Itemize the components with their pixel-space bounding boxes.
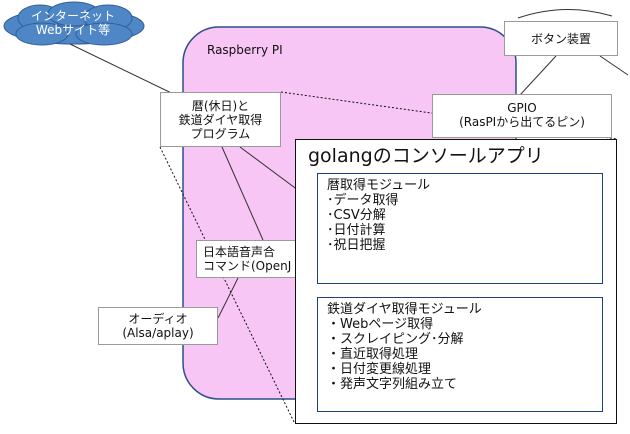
golang-console-app-panel: golangのコンソールアプリ 暦取得モジュール ･データ取得 ･CSV分解 ･… [295, 139, 617, 424]
internet-cloud-label: インターネット Webサイト等 [30, 9, 115, 37]
line-button-to-edge [599, 55, 629, 76]
button-device-box: ボタン装置 [504, 21, 618, 56]
console-app-title: golangのコンソールアプリ [308, 145, 544, 167]
zoom-line-bottom [159, 146, 296, 425]
calendar-railway-program-box: 暦(休日)と 鉄道ダイヤ取得 プログラム [160, 92, 281, 147]
railway-module-item: ・Webページ取得 [327, 317, 434, 332]
raspberry-pi-label: Raspberry PI [207, 43, 283, 57]
speech-command-box: 日本語音声合 コマンド(OpenJ [196, 240, 306, 278]
railway-module-title: 鉄道ダイヤ取得モジュール [327, 302, 482, 317]
internet-cloud [3, 1, 145, 46]
line-button-to-gpio [519, 55, 557, 96]
calendar-module-item: ･祝日把握 [327, 238, 386, 253]
railway-module-item: ・日付変更線処理 [327, 362, 432, 377]
railway-module-item: ・発声文字列組み立て [327, 377, 458, 392]
calendar-module-item: ･データ取得 [327, 193, 399, 208]
railway-module-item: ・直近取得処理 [327, 347, 419, 362]
line-program-to-speech [221, 146, 264, 241]
line-speech-to-audio [217, 277, 239, 319]
calendar-module-item: ･CSV分解 [327, 208, 386, 223]
calendar-module-item: ･日付計算 [327, 223, 386, 238]
railway-module-box: 鉄道ダイヤ取得モジュール ・Webページ取得 ・スクレイピング･分解 ・直近取得… [317, 297, 603, 412]
calendar-module-box: 暦取得モジュール ･データ取得 ･CSV分解 ･日付計算 ･祝日把握 [317, 173, 603, 284]
button-cable [517, 9, 613, 19]
calendar-module-title: 暦取得モジュール [327, 178, 431, 193]
line-cloud-to-program [69, 43, 189, 102]
audio-box: オーディオ (Alsa/aplay) [98, 307, 218, 345]
gpio-box: GPIO (RasPIから出てるピン) [432, 94, 612, 138]
railway-module-item: ・スクレイピング･分解 [327, 332, 464, 347]
